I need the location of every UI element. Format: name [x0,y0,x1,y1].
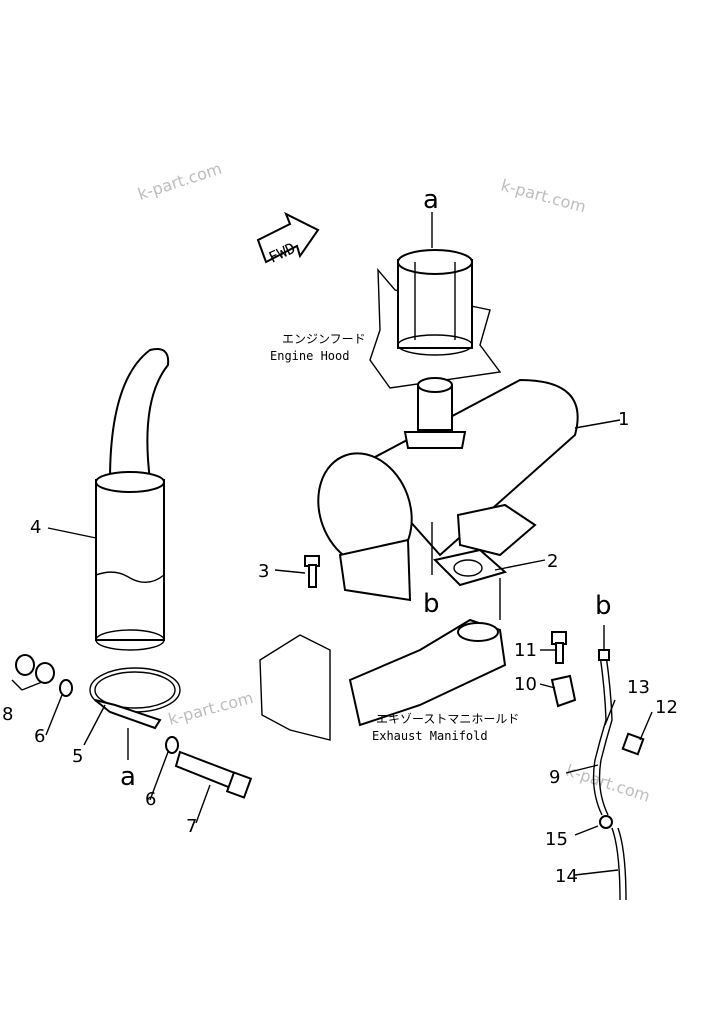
callout-13: 13 [627,677,650,698]
ref-a-top: a [423,185,439,215]
callout-7: 7 [186,816,197,837]
engine-hood-en-label: Engine Hood [270,349,349,363]
clamp [89,667,181,730]
callout-6: 6 [145,789,156,810]
callout-1: 1 [618,409,629,430]
fwd-arrow: FWD [256,211,320,267]
watermark: k-part.com [564,761,653,806]
muffler-stack [95,348,170,651]
bolt-right [499,578,567,664]
exhaust-manifold-jp-label: エキゾーストマニホールド [376,712,519,726]
callout-2: 2 [547,551,558,572]
callout-12: 12 [655,697,678,718]
callout-10: 10 [514,674,537,695]
bolt [304,555,320,588]
watermark: k-part.com [135,159,224,204]
ref-b-center: b [423,589,440,619]
engine-hood-jp-label: エンジンフード [282,332,366,346]
ref-b-right: b [595,591,612,621]
muffler-body [317,377,579,602]
callout-4: 4 [30,517,41,538]
callout-9: 9 [549,767,560,788]
tube-assembly [592,649,645,901]
watermark: k-part.com [499,176,588,217]
callout-11: 11 [514,640,537,661]
exhaust-manifold [259,618,507,741]
engine-hood [369,249,502,389]
callout-3: 3 [258,561,269,582]
callout-6: 6 [34,726,45,747]
fasteners-left [15,654,253,799]
callout-8: 8 [2,704,13,725]
ref-a-left: a [120,762,136,792]
clip [550,674,577,708]
callout-14: 14 [555,866,578,887]
gasket [433,548,508,587]
leader-lines [11,212,653,876]
callout-5: 5 [72,746,83,767]
exhaust-manifold-en-label: Exhaust Manifold [372,729,488,743]
callout-15: 15 [545,829,568,850]
